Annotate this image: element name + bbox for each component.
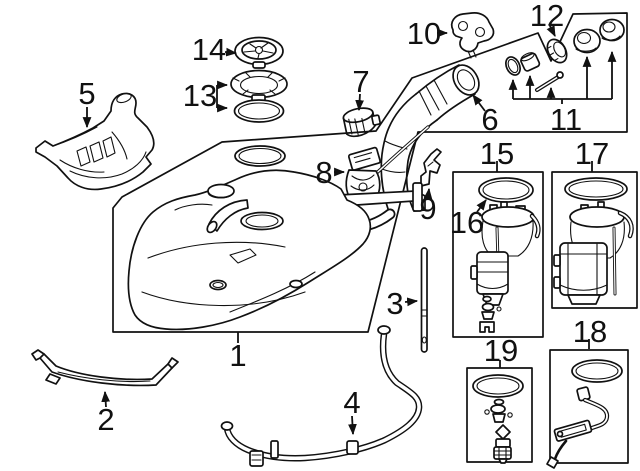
callout-lines: [82, 23, 617, 436]
callout-18[interactable]: 18: [573, 314, 607, 349]
heat-shield-part-5: [35, 92, 155, 191]
callout-1[interactable]: 1: [229, 338, 246, 373]
cam-ring-part-12: [546, 38, 568, 64]
callout-8[interactable]: 8: [315, 155, 332, 190]
fuel-pump-module-17: [553, 201, 634, 305]
callout-14[interactable]: 14: [192, 32, 226, 67]
callout-9[interactable]: 9: [419, 191, 436, 226]
callout-6[interactable]: 6: [481, 102, 498, 137]
callout-19[interactable]: 19: [484, 333, 518, 368]
callout-5[interactable]: 5: [78, 76, 95, 111]
callout-12[interactable]: 12: [530, 0, 564, 33]
callout-11[interactable]: 11: [550, 102, 582, 137]
callout-2[interactable]: 2: [97, 402, 114, 437]
callout-13[interactable]: 13: [183, 78, 217, 113]
bracket-part-9: [420, 148, 442, 187]
kit-box-15: [452, 171, 544, 338]
callout-17[interactable]: 17: [575, 136, 609, 171]
callout-4[interactable]: 4: [343, 385, 360, 420]
kit-box-18: [546, 349, 629, 469]
fuel-sender-part-18: [546, 386, 610, 469]
fuel-cap-part-14: [234, 36, 284, 69]
kit-box-19: [466, 367, 533, 464]
kit-box-17: [551, 171, 638, 309]
callout-labels: 1 2 3 4 5 6 7 8 9 10 11 12 13 14 15 16 1…: [78, 0, 609, 437]
vent-pipe-part-4: [220, 325, 423, 467]
bracket-part-10: [450, 12, 495, 59]
fuel-pump-module-part-16: [470, 201, 541, 333]
callout-3[interactable]: 3: [386, 286, 403, 321]
fuel-tank-part-1: [127, 145, 426, 331]
callout-7[interactable]: 7: [352, 64, 369, 99]
callout-15[interactable]: 15: [480, 136, 514, 171]
callout-10[interactable]: 10: [407, 16, 441, 51]
tank-strap-part-2: [31, 349, 179, 387]
callout-16[interactable]: 16: [450, 205, 484, 240]
filler-neck-parts-11: [505, 18, 625, 92]
lock-ring-part-13: [230, 69, 288, 123]
panel-outline: [112, 12, 628, 333]
rod-part-3: [420, 247, 428, 353]
clamp-part-7: [342, 107, 381, 138]
